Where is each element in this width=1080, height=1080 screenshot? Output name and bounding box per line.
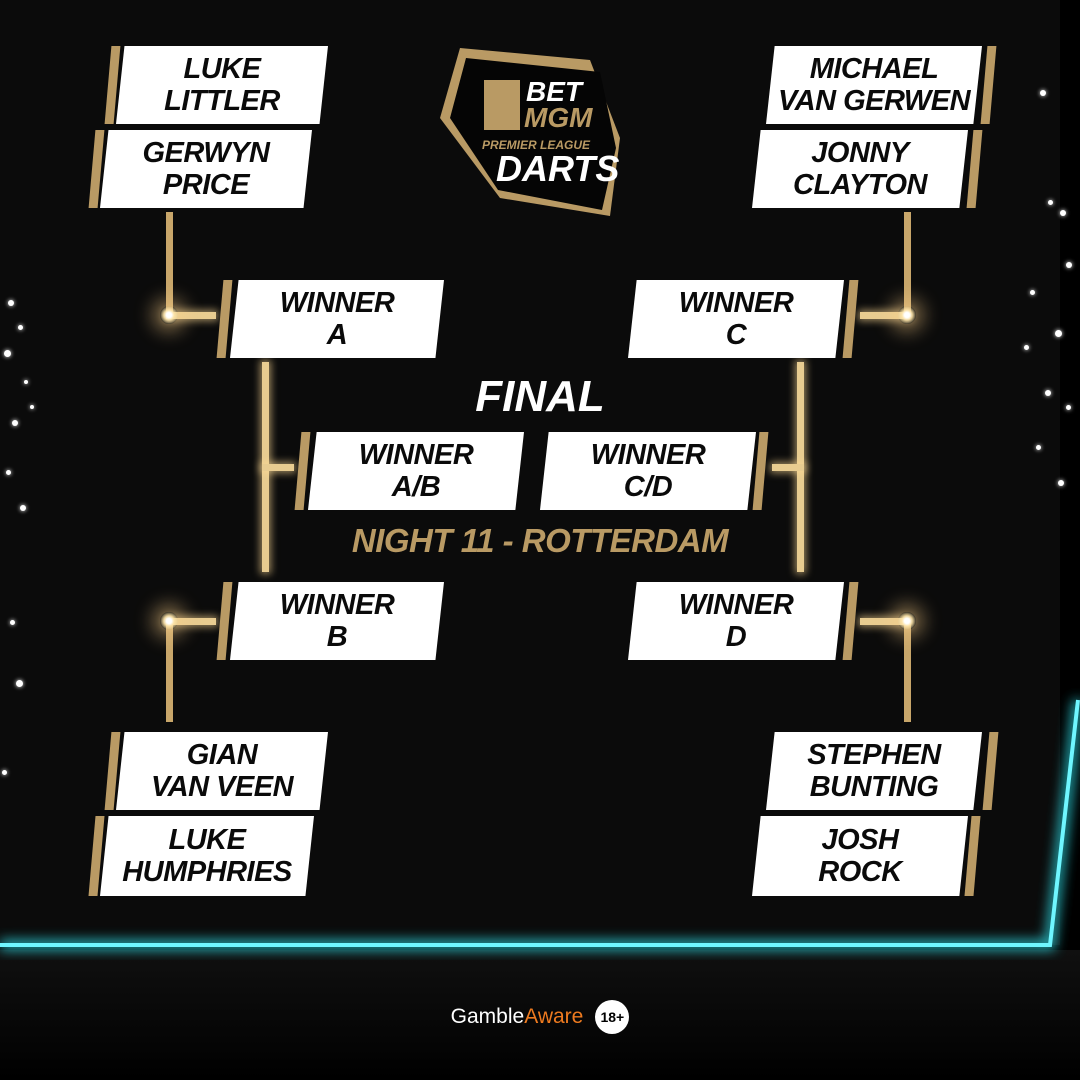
semifinal-box-winner-c: WINNER C	[628, 280, 844, 358]
player-first-name: GERWYN	[142, 137, 270, 169]
semifinal-id: D	[725, 621, 747, 653]
player-last-name: VAN GERWEN	[777, 85, 971, 117]
semifinal-label: WINNER	[279, 589, 395, 621]
player-first-name: STEPHEN	[807, 739, 941, 771]
player-box-luke-humphries: LUKE HUMPHRIES	[100, 816, 314, 896]
semifinal-box-winner-b: WINNER B	[230, 582, 444, 660]
semifinal-label: WINNER	[678, 589, 794, 621]
semifinal-id: C	[725, 319, 747, 351]
footer-background	[0, 950, 1080, 1080]
logo-brand-line1: BET	[526, 76, 582, 107]
logo-brand-line2: MGM	[524, 102, 593, 133]
lion-icon	[484, 80, 520, 130]
player-last-name: VAN VEEN	[150, 771, 294, 803]
final-box-winner-cd: WINNER C/D	[540, 432, 756, 510]
player-box-luke-littler: LUKE LITTLER	[116, 46, 328, 124]
player-box-gerwyn-price: GERWYN PRICE	[100, 130, 312, 208]
semifinal-label: WINNER	[678, 287, 794, 319]
aware-text: Aware	[524, 1005, 584, 1028]
final-id: C/D	[623, 471, 673, 503]
player-box-gian-van-veen: GIAN VAN VEEN	[116, 732, 328, 810]
event-title: NIGHT 11 - ROTTERDAM	[351, 522, 729, 559]
semifinal-id: B	[326, 621, 348, 653]
semifinal-id: A	[326, 319, 348, 351]
player-box-jonny-clayton: JONNY CLAYTON	[752, 130, 968, 208]
player-last-name: ROCK	[818, 856, 902, 888]
final-box-winner-ab: WINNER A/B	[308, 432, 524, 510]
final-label: WINNER	[358, 439, 474, 471]
player-last-name: PRICE	[162, 169, 250, 201]
player-last-name: LITTLER	[164, 85, 280, 117]
semifinal-box-winner-d: WINNER D	[628, 582, 844, 660]
final-id: A/B	[391, 471, 441, 503]
player-last-name: HUMPHRIES	[122, 856, 292, 888]
player-last-name: BUNTING	[809, 771, 939, 803]
age-18-icon: 18+	[595, 1000, 630, 1034]
logo-title: DARTS	[496, 148, 620, 189]
final-title: FINAL	[475, 372, 605, 421]
logo-subtitle: PREMIER LEAGUE	[482, 138, 591, 152]
player-first-name: LUKE	[183, 53, 261, 85]
gamble-text: Gamble	[450, 1005, 525, 1028]
player-box-josh-rock: JOSH ROCK	[752, 816, 968, 896]
player-first-name: LUKE	[168, 824, 246, 856]
player-box-michael-van-gerwen: MICHAEL VAN GERWEN	[766, 46, 982, 124]
player-first-name: GIAN	[186, 739, 258, 771]
player-first-name: MICHAEL	[809, 53, 939, 85]
semifinal-label: WINNER	[279, 287, 395, 319]
betmgm-darts-logo: BET MGM PREMIER LEAGUE DARTS	[440, 48, 620, 216]
player-last-name: CLAYTON	[793, 169, 927, 201]
player-first-name: JOSH	[821, 824, 899, 856]
semifinal-box-winner-a: WINNER A	[230, 280, 444, 358]
player-box-stephen-bunting: STEPHEN BUNTING	[766, 732, 982, 810]
player-first-name: JONNY	[811, 137, 909, 169]
final-label: WINNER	[590, 439, 706, 471]
